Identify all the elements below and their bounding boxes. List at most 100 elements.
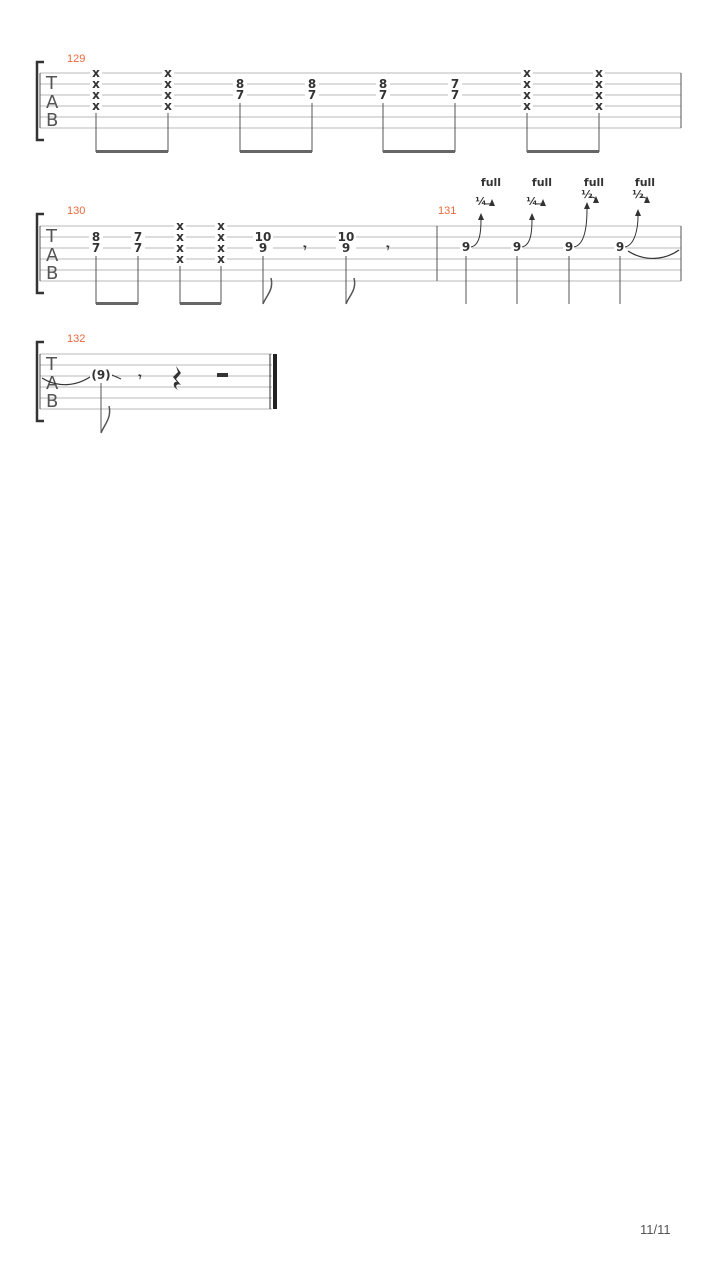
dead-note-chord: x x x x bbox=[162, 66, 174, 113]
svg-text:x: x bbox=[164, 66, 172, 80]
bend-note: 9 ½ full bbox=[563, 176, 604, 304]
eighth-flag bbox=[262, 277, 273, 305]
fret-chord: 10 9 bbox=[253, 230, 273, 255]
svg-text:x: x bbox=[523, 88, 531, 102]
measure-number: 130 bbox=[67, 205, 85, 217]
svg-text:7: 7 bbox=[92, 241, 100, 255]
bend-note: 9 ½ full bbox=[614, 176, 655, 304]
dead-note-chord: x x x x bbox=[90, 66, 102, 113]
svg-text:8: 8 bbox=[379, 77, 387, 91]
system-bracket bbox=[35, 340, 44, 423]
svg-text:x: x bbox=[523, 99, 531, 113]
svg-text:7: 7 bbox=[134, 230, 142, 244]
eighth-rest: 𝄾 bbox=[302, 241, 307, 255]
tab-clef-a: A bbox=[46, 92, 59, 113]
tab-clef-t: T bbox=[45, 354, 58, 375]
svg-text:7: 7 bbox=[379, 88, 387, 102]
rhythm-beams bbox=[96, 150, 599, 153]
svg-text:9: 9 bbox=[259, 241, 267, 255]
svg-text:x: x bbox=[176, 252, 184, 266]
dead-note-chord: x x x x bbox=[593, 66, 605, 113]
svg-text:7: 7 bbox=[134, 241, 142, 255]
eighth-rest: 𝄾 bbox=[137, 370, 142, 384]
page-number: 11/11 bbox=[640, 1222, 671, 1237]
svg-text:x: x bbox=[595, 99, 603, 113]
fret-chord: 8 7 bbox=[305, 77, 319, 102]
svg-text:x: x bbox=[217, 230, 225, 244]
tab-clef-b: B bbox=[46, 391, 58, 412]
rhythm-stems bbox=[95, 256, 347, 304]
measure-number: 129 bbox=[67, 53, 85, 65]
tied-fret: (9) bbox=[91, 368, 110, 382]
tab-clef-a: A bbox=[46, 245, 59, 266]
svg-text:7: 7 bbox=[236, 88, 244, 102]
svg-text:full: full bbox=[481, 176, 501, 189]
rhythm-beams bbox=[96, 302, 221, 305]
svg-text:8: 8 bbox=[236, 77, 244, 91]
svg-text:8: 8 bbox=[308, 77, 316, 91]
svg-text:¼: ¼ bbox=[526, 195, 537, 208]
final-barline-thick bbox=[273, 354, 277, 409]
svg-text:½: ½ bbox=[581, 188, 592, 201]
svg-text:x: x bbox=[217, 252, 225, 266]
svg-text:x: x bbox=[164, 99, 172, 113]
staff-lines bbox=[40, 72, 681, 129]
fret-chord: 8 7 bbox=[89, 230, 103, 255]
measure-number: 132 bbox=[67, 333, 85, 345]
system-3: T A B 132 (9) 𝄾 bbox=[35, 333, 277, 434]
svg-text:x: x bbox=[217, 219, 225, 233]
svg-text:full: full bbox=[584, 176, 604, 189]
svg-text:x: x bbox=[595, 77, 603, 91]
tie-arc bbox=[41, 376, 91, 386]
svg-text:x: x bbox=[217, 241, 225, 255]
rhythm-stems bbox=[95, 103, 600, 152]
svg-text:½: ½ bbox=[632, 188, 643, 201]
svg-text:full: full bbox=[635, 176, 655, 189]
dead-note-chord: x x x x bbox=[215, 219, 227, 266]
svg-text:full: full bbox=[532, 176, 552, 189]
svg-text:9: 9 bbox=[513, 240, 521, 254]
bend-note: 9 ¼ full bbox=[511, 176, 552, 304]
staff-lines bbox=[40, 353, 272, 410]
svg-text:¼: ¼ bbox=[475, 195, 486, 208]
svg-text:x: x bbox=[595, 66, 603, 80]
eighth-flag bbox=[345, 277, 356, 305]
svg-text:9: 9 bbox=[462, 240, 470, 254]
tab-clef-t: T bbox=[45, 73, 58, 94]
fret-chord: 7 7 bbox=[131, 230, 145, 255]
svg-text:10: 10 bbox=[255, 230, 272, 244]
half-rest bbox=[217, 373, 228, 377]
fret-chord: 10 9 bbox=[336, 230, 356, 255]
tie-arc bbox=[627, 249, 680, 259]
fret-chord: 7 7 bbox=[448, 77, 462, 102]
tab-clef-b: B bbox=[46, 110, 58, 131]
svg-text:9: 9 bbox=[342, 241, 350, 255]
svg-text:x: x bbox=[176, 219, 184, 233]
eighth-rest: 𝄾 bbox=[385, 241, 390, 255]
svg-text:9: 9 bbox=[565, 240, 573, 254]
tab-clef-a: A bbox=[46, 373, 59, 394]
svg-text:x: x bbox=[92, 88, 100, 102]
system-2: T A B 130 131 8 7 7 7 x x x x x x x x bbox=[35, 176, 682, 305]
svg-text:x: x bbox=[164, 77, 172, 91]
svg-text:9: 9 bbox=[616, 240, 624, 254]
svg-text:x: x bbox=[164, 88, 172, 102]
tab-clef-b: B bbox=[46, 263, 58, 284]
svg-text:x: x bbox=[92, 77, 100, 91]
svg-text:10: 10 bbox=[338, 230, 355, 244]
dead-note-chord: x x x x bbox=[174, 219, 186, 266]
svg-text:7: 7 bbox=[451, 77, 459, 91]
svg-text:x: x bbox=[595, 88, 603, 102]
svg-text:8: 8 bbox=[92, 230, 100, 244]
tab-clef-t: T bbox=[45, 226, 58, 247]
quarter-rest bbox=[173, 366, 181, 390]
slide-out bbox=[111, 374, 122, 380]
svg-text:x: x bbox=[176, 230, 184, 244]
measure-number: 131 bbox=[438, 205, 456, 217]
fret-chord: 8 7 bbox=[233, 77, 247, 102]
svg-text:x: x bbox=[176, 241, 184, 255]
dead-note-chord: x x x x bbox=[521, 66, 533, 113]
system-1: T A B 129 x x x x x x x x 8 7 8 7 bbox=[35, 53, 682, 153]
system-bracket bbox=[35, 60, 44, 142]
eighth-flag bbox=[100, 405, 111, 434]
